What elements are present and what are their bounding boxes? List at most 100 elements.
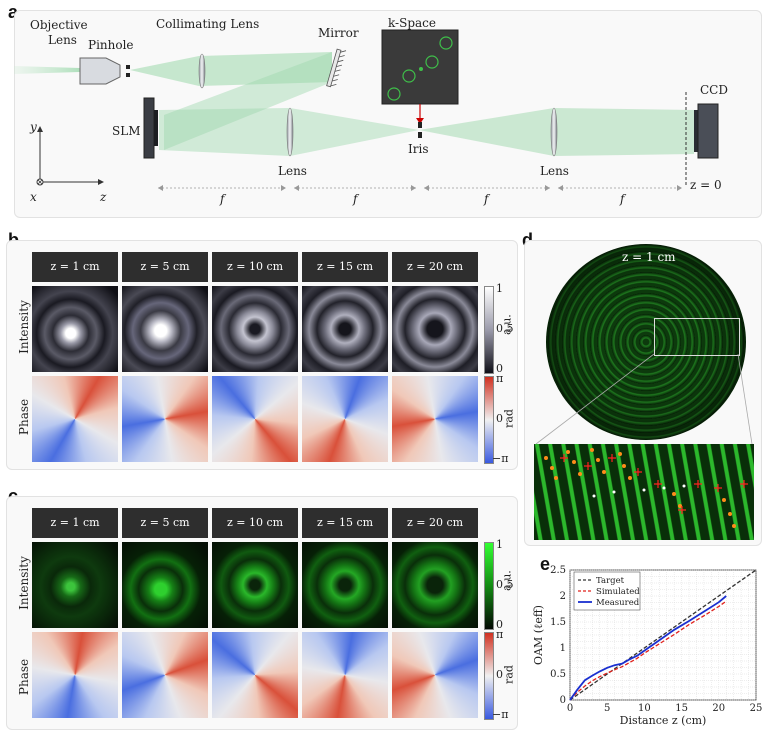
sim-intensity-row-label: Intensity <box>17 300 31 354</box>
meas-z-label-2: z = 5 cm <box>122 508 208 538</box>
sim-intensity-image-4 <box>302 286 388 372</box>
sim-intensity-image-3 <box>212 286 298 372</box>
legend-label-simulated: Simulated <box>596 587 640 597</box>
y-tick-label: 1.5 <box>550 617 566 628</box>
z-zero-label: z = 0 <box>690 178 722 192</box>
meas-z-label-1: z = 1 cm <box>32 508 118 538</box>
meas-phase-tick-0: 0 <box>496 668 503 681</box>
kspace-label: k-Space <box>388 16 436 30</box>
axis-x-label: x <box>30 190 37 204</box>
meas-phase-tick-minus-pi: −π <box>492 708 509 721</box>
sim-z-label-1: z = 1 cm <box>32 252 118 282</box>
sim-phase-tick-pi: π <box>496 372 504 385</box>
meas-intensity-row-label: Intensity <box>17 556 31 610</box>
meas-z-label-5: z = 20 cm <box>392 508 478 538</box>
y-tick-label: 0 <box>560 695 566 706</box>
x-tick-label: 5 <box>604 703 610 714</box>
panel-letter-e: e <box>540 554 551 574</box>
legend-label-target: Target <box>596 576 625 586</box>
meas-phase-image-4 <box>302 632 388 718</box>
meas-phase-colorbar <box>484 632 494 720</box>
slm-label: SLM <box>112 124 141 138</box>
f-label-2: f <box>353 192 358 206</box>
panel-d-z-label: z = 1 cm <box>622 250 676 264</box>
y-tick-label: 1 <box>560 643 566 654</box>
pinhole-label: Pinhole <box>88 38 134 52</box>
sim-int-unit: a.u. <box>500 314 514 335</box>
objective-lens-label-2: Lens <box>48 33 77 47</box>
meas-z-label-3: z = 10 cm <box>212 508 298 538</box>
meas-phase-row-label: Phase <box>17 658 31 696</box>
sim-phase-tick-minus-pi: −π <box>492 452 509 465</box>
meas-int-tick-1: 1 <box>496 538 503 551</box>
f-label-1: f <box>220 192 225 206</box>
sim-intensity-image-2 <box>122 286 208 372</box>
mirror-label: Mirror <box>318 26 359 40</box>
meas-phase-tick-pi: π <box>496 628 504 641</box>
sim-int-tick-1: 1 <box>496 282 503 295</box>
sim-z-label-5: z = 20 cm <box>392 252 478 282</box>
panel-letter-a: a <box>8 2 19 22</box>
y-axis-label: OAM (ℓeff) <box>532 605 545 665</box>
axis-y-label: y <box>30 120 37 134</box>
meas-phase-image-3 <box>212 632 298 718</box>
meas-phase-unit: rad <box>502 665 516 684</box>
sim-phase-image-3 <box>212 376 298 462</box>
axis-z-label: z <box>100 190 107 204</box>
x-tick-label: 10 <box>638 703 651 714</box>
meas-phase-image-1 <box>32 632 118 718</box>
sim-z-label-4: z = 15 cm <box>302 252 388 282</box>
legend-label-measured: Measured <box>596 598 640 608</box>
sim-intensity-image-1 <box>32 286 118 372</box>
zoom-connectors <box>535 353 753 445</box>
zoomed-phase-singularities-image <box>534 444 754 540</box>
objective-lens-label-1: Objective <box>30 18 88 32</box>
ccd-label: CCD <box>700 83 728 97</box>
sim-phase-unit: rad <box>502 409 516 428</box>
meas-intensity-colorbar <box>484 542 494 630</box>
meas-intensity-image-1 <box>32 542 118 628</box>
x-tick-label: 20 <box>712 703 725 714</box>
sim-int-tick-0: 0 <box>496 362 503 375</box>
sim-phase-image-1 <box>32 376 118 462</box>
sim-z-label-3: z = 10 cm <box>212 252 298 282</box>
meas-intensity-image-2 <box>122 542 208 628</box>
meas-phase-image-5 <box>392 632 478 718</box>
meas-int-tick-0: 0 <box>496 618 503 631</box>
sim-phase-image-4 <box>302 376 388 462</box>
sim-phase-colorbar <box>484 376 494 464</box>
series-line-simulated <box>569 600 727 701</box>
sim-phase-image-2 <box>122 376 208 462</box>
f-label-3: f <box>484 192 489 206</box>
meas-phase-image-2 <box>122 632 208 718</box>
y-tick-label: 0.5 <box>550 669 566 680</box>
meas-intensity-image-3 <box>212 542 298 628</box>
measured-wide-field-image <box>546 244 746 440</box>
series-line-target <box>569 569 757 701</box>
sim-phase-tick-0: 0 <box>496 412 503 425</box>
sim-z-label-2: z = 5 cm <box>122 252 208 282</box>
meas-int-tick-05: 0.5 <box>496 578 514 591</box>
sim-phase-row-label: Phase <box>17 398 31 436</box>
lens1-label: Lens <box>278 164 307 178</box>
sim-int-tick-05: 0.5 <box>496 322 514 335</box>
meas-int-unit: a.u. <box>500 570 514 591</box>
meas-z-label-4: z = 15 cm <box>302 508 388 538</box>
lens2-label: Lens <box>540 164 569 178</box>
y-tick-label: 2 <box>560 591 566 602</box>
iris-label: Iris <box>408 142 429 156</box>
series-line-measured <box>569 595 727 701</box>
x-tick-label: 25 <box>750 703 763 714</box>
meas-intensity-image-4 <box>302 542 388 628</box>
zoom-region-box <box>654 318 740 356</box>
x-tick-label: 0 <box>567 703 573 714</box>
meas-intensity-image-5 <box>392 542 478 628</box>
y-tick-label: 2.5 <box>550 565 566 576</box>
sim-intensity-colorbar <box>484 286 494 374</box>
x-tick-label: 15 <box>675 703 688 714</box>
sim-phase-image-5 <box>392 376 478 462</box>
x-axis-label: Distance z (cm) <box>620 714 707 727</box>
sim-intensity-image-5 <box>392 286 478 372</box>
optical-setup-diagram <box>14 29 719 191</box>
